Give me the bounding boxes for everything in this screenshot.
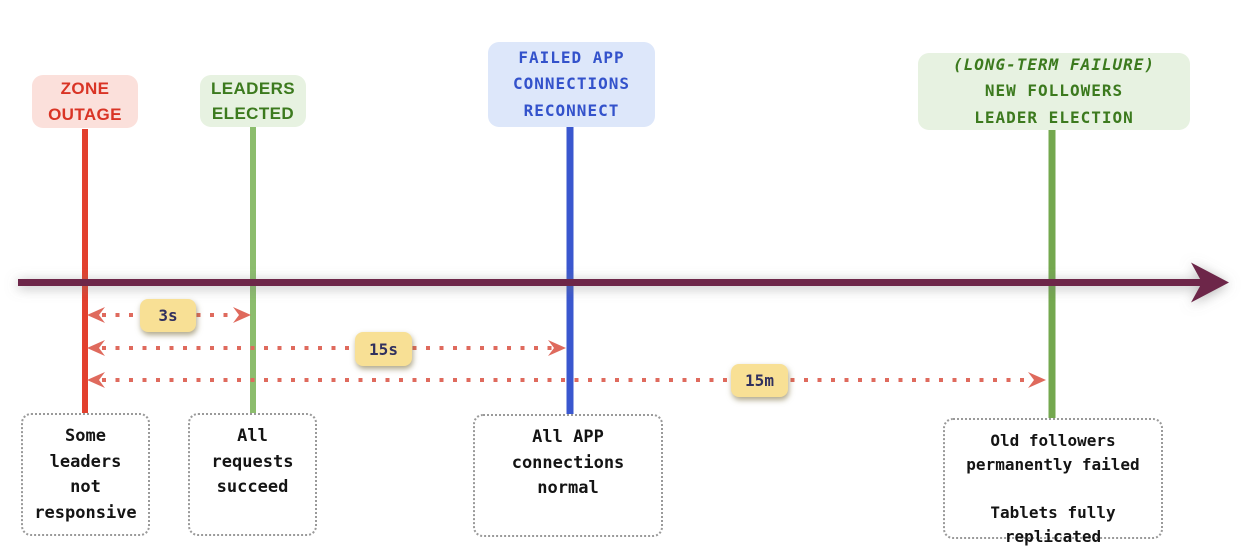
- duration-arrow-15s: [87, 340, 566, 356]
- time-axis-arrowhead: [1191, 262, 1229, 303]
- event-label-zone-outage: ZONE OUTAGE: [32, 75, 138, 128]
- duration-badge-15s: 15s: [355, 332, 412, 366]
- note-box-app-reconnect: All APP connections normal: [473, 414, 663, 537]
- duration-badge-3s: 3s: [140, 299, 196, 332]
- event-label-app-reconnect: FAILED APP CONNECTIONS RECONNECT: [488, 42, 655, 127]
- note-box-zone-outage: Some leaders not responsive: [21, 413, 150, 536]
- time-axis-arrow: [18, 262, 1229, 303]
- note-box-long-term-failure: Old followers permanently failed Tablets…: [943, 418, 1163, 546]
- duration-badge-15m: 15m: [731, 364, 788, 397]
- duration-arrow-15m: [87, 372, 1046, 388]
- event-label-leaders-elected: LEADERS ELECTED: [200, 75, 306, 127]
- event-label-long-term-failure-subtitle: (LONG-TERM FAILURE): [952, 54, 1156, 74]
- event-label-long-term-failure: (LONG-TERM FAILURE) NEW FOLLOWERS LEADER…: [918, 53, 1190, 130]
- event-label-long-term-failure-title: NEW FOLLOWERS LEADER ELECTION: [974, 81, 1134, 127]
- note-box-leaders-elected: All requests succeed: [188, 413, 317, 536]
